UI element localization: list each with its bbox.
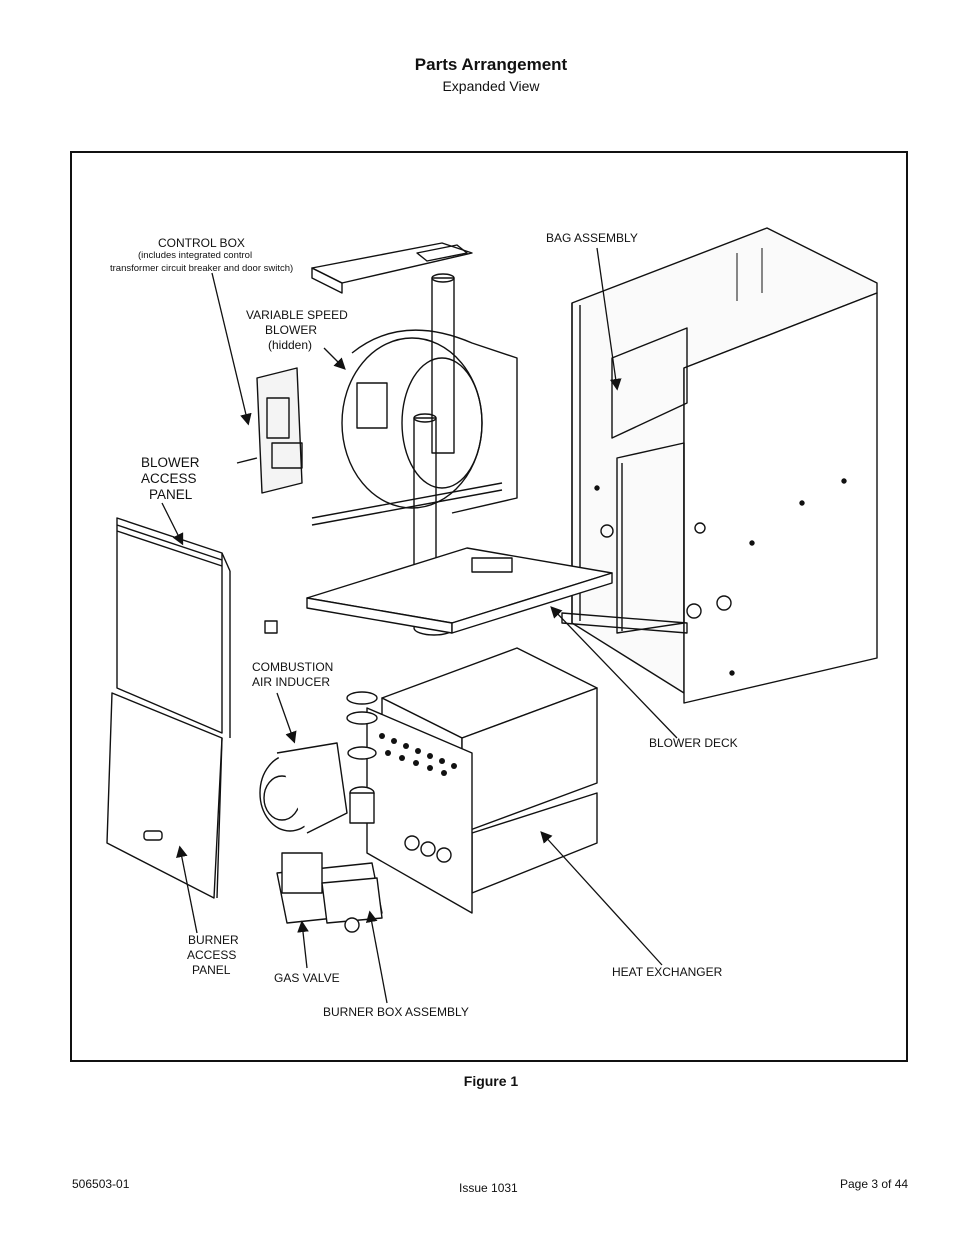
label-combustion-line2: AIR INDUCER	[252, 675, 331, 689]
label-vsb-line2: BLOWER	[265, 323, 318, 337]
page-subtitle: Expanded View	[442, 78, 540, 94]
label-blower-deck: BLOWER DECK	[649, 736, 738, 750]
label-blower-access-line2: ACCESS	[141, 471, 197, 486]
figure-caption: Figure 1	[463, 1073, 519, 1089]
control-box-drawing	[236, 242, 473, 494]
label-control-box: CONTROL BOX	[158, 236, 245, 250]
combustion-inducer-drawing	[259, 691, 378, 834]
page-title: Parts Arrangement	[414, 55, 568, 74]
label-combustion-line1: COMBUSTION	[252, 660, 334, 674]
figure-frame: CONTROL BOX (includes integrated control…	[70, 151, 908, 1062]
label-control-box-note-2: transformer circuit breaker and door swi…	[110, 263, 294, 274]
label-blower-access-line1: BLOWER	[141, 455, 200, 470]
exploded-view-drawing	[106, 227, 878, 1004]
footer-issue: Issue 1031	[459, 1181, 518, 1195]
label-burner-access-line2: ACCESS	[187, 948, 237, 962]
cabinet-drawing	[561, 227, 878, 704]
label-bag-assembly: BAG ASSEMBLY	[546, 231, 638, 245]
heat-exchanger-drawing	[366, 647, 598, 914]
label-heat-exchanger: HEAT EXCHANGER	[612, 965, 723, 979]
label-vsb-line3: (hidden)	[268, 338, 313, 352]
label-control-box-note-1: (includes integrated control	[138, 250, 253, 261]
label-vsb-line1: VARIABLE SPEED	[246, 308, 348, 322]
label-burner-access-line1: BURNER	[188, 933, 239, 947]
label-gas-valve: GAS VALVE	[274, 971, 340, 985]
label-burner-box-assembly: BURNER BOX ASSEMBLY	[323, 1005, 469, 1019]
label-burner-access-line3: PANEL	[192, 963, 231, 977]
footer-doc-number: 506503-01	[72, 1177, 130, 1191]
access-panels-drawing	[106, 517, 231, 899]
footer-page-number: Page 3 of 44	[840, 1177, 909, 1191]
blower-deck-drawing	[306, 547, 613, 634]
label-blower-access-line3: PANEL	[149, 487, 193, 502]
burner-box-drawing	[276, 852, 383, 933]
blower-drawing	[311, 329, 518, 526]
